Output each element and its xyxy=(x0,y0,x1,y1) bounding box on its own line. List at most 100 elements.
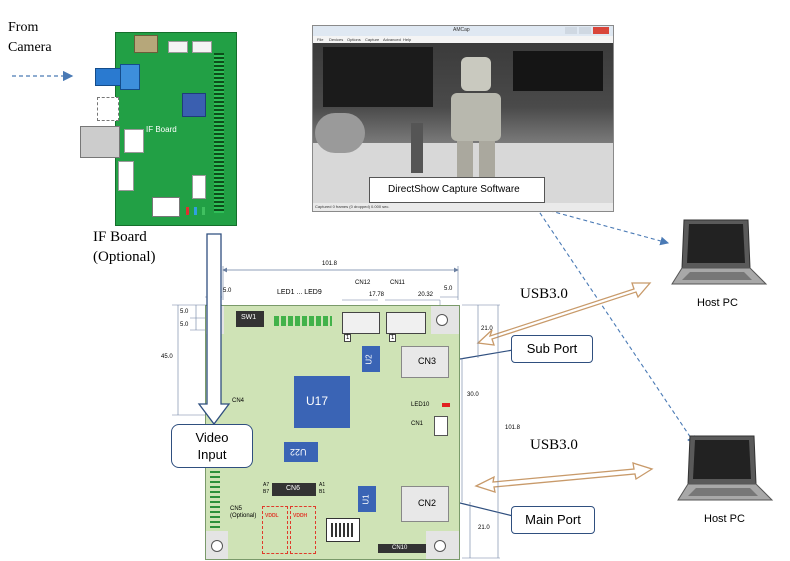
cn12-label: CN12 xyxy=(355,280,371,286)
if-board-caption-line2: (Optional) xyxy=(93,249,156,265)
led10 xyxy=(442,403,450,407)
cn2-label: CN2 xyxy=(418,498,437,508)
if-board-image: IF Board xyxy=(115,32,237,226)
menu-advanced[interactable]: Advanced xyxy=(383,37,401,42)
usb-label-top: USB3.0 xyxy=(520,286,568,302)
video-input-arrow xyxy=(197,233,231,426)
cn11-label: CN11 xyxy=(390,280,405,286)
menu-devices[interactable]: Devices xyxy=(329,37,344,42)
video-input-callout: Video Input xyxy=(171,424,253,468)
capture-caption-box: DirectShow Capture Software xyxy=(369,177,545,203)
left-pin-header xyxy=(210,471,220,529)
main-port-callout: Main Port xyxy=(511,506,595,534)
dim-21-top: 21.0 xyxy=(481,326,493,332)
sub-port-callout: Sub Port xyxy=(511,335,593,363)
if-board-optional-connector xyxy=(97,97,119,121)
vddl-label: VDDL xyxy=(265,513,279,519)
capture-window-titlebar: AMCap xyxy=(313,26,613,36)
window-minimize-icon[interactable] xyxy=(565,27,577,34)
u2-chip: U2 xyxy=(362,346,380,372)
usb-arrow-top xyxy=(476,282,652,346)
if-board-usb-connector xyxy=(80,126,120,158)
dim-width: 101.8 xyxy=(322,261,338,267)
robot-figure xyxy=(461,57,491,91)
led-row xyxy=(274,316,332,326)
u17-chip: U17 xyxy=(294,376,350,428)
dim-height: 101.8 xyxy=(505,425,521,431)
video-input-line1: Video xyxy=(195,430,229,445)
host-pc-top-label: Host PC xyxy=(697,297,738,309)
cn3-label: CN3 xyxy=(418,356,437,366)
menu-help[interactable]: Help xyxy=(403,37,412,42)
window-close-icon[interactable] xyxy=(593,27,609,34)
usb-label-bottom: USB3.0 xyxy=(530,437,578,453)
u17-label: U17 xyxy=(306,394,329,408)
pin1-cn12: 1 xyxy=(344,334,352,342)
cn6-connector: CN6 xyxy=(272,483,316,496)
capture-video-frame xyxy=(313,43,613,203)
dim-5-right: 5.0 xyxy=(444,286,453,292)
cn10-label: CN10 xyxy=(392,545,408,551)
capture-status-text: Captured 0 frames (0 dropped) 0.000 sec. xyxy=(315,204,390,209)
dim-30: 30.0 xyxy=(467,392,479,398)
cn5-optional-label: (Optional) xyxy=(230,513,257,519)
host-pc-bottom-laptop xyxy=(677,435,774,501)
camera-label-line1: From xyxy=(8,20,39,35)
dim-5-a: 5.0 xyxy=(180,309,189,315)
if-board-chip-label: IF Board xyxy=(146,125,177,134)
sw1-label: SW1 xyxy=(241,314,257,321)
u2-label: U2 xyxy=(364,354,374,365)
usb-arrow-bottom xyxy=(474,462,654,493)
host-pc-bottom-label: Host PC xyxy=(704,513,745,525)
host-pc-top-laptop xyxy=(671,219,768,285)
if-board-connector-body xyxy=(120,64,140,90)
capture-status-bar: Captured 0 frames (0 dropped) 0.000 sec. xyxy=(313,203,613,211)
sw1-component: SW1 xyxy=(236,311,264,327)
a7-label: A7 xyxy=(263,482,270,488)
if-board-camera-connector xyxy=(95,68,123,86)
menu-options[interactable]: Options xyxy=(347,37,361,42)
led10-label: LED10 xyxy=(411,402,430,408)
vddl-area: VDDL xyxy=(262,506,288,554)
sub-port-label: Sub Port xyxy=(526,341,578,356)
dashed-to-host-bottom xyxy=(535,206,696,445)
dim-17-78: 17.78 xyxy=(369,292,385,298)
dim-5-b: 5.0 xyxy=(180,322,189,328)
cn2-connector: CN2 xyxy=(401,486,449,522)
capture-window-title: AMCap xyxy=(453,27,470,33)
cn11-connector xyxy=(386,312,426,334)
vddh-area: VDDH xyxy=(290,506,316,554)
a1-label: A1 xyxy=(319,482,326,488)
cn5-label: CN5 xyxy=(230,506,243,512)
dim-45: 45.0 xyxy=(161,354,173,360)
cn6-label: CN6 xyxy=(286,485,301,492)
u22-chip: U22 xyxy=(284,442,318,462)
u1-label: U1 xyxy=(361,494,371,505)
main-port-label: Main Port xyxy=(525,512,581,527)
cn4-label: CN4 xyxy=(232,398,245,404)
small-ic xyxy=(326,518,360,542)
cn10-connector: CN10 xyxy=(378,544,426,553)
vddh-label: VDDH xyxy=(293,513,308,519)
menu-file[interactable]: File xyxy=(317,37,324,42)
u22-label: U22 xyxy=(290,447,307,457)
led-range-label: LED1 ... LED9 xyxy=(277,289,322,296)
video-input-line2: Input xyxy=(197,447,227,462)
capture-caption: DirectShow Capture Software xyxy=(388,184,520,195)
b7-label: B7 xyxy=(263,489,270,495)
u1-chip: U1 xyxy=(358,486,376,512)
capture-window: AMCap File Devices Options Capture Advan… xyxy=(312,25,614,212)
cn1-label: CN1 xyxy=(411,421,424,427)
camera-label-line2: Camera xyxy=(8,40,52,55)
pin1-cn11: 1 xyxy=(389,334,397,342)
capture-menu-bar: File Devices Options Capture Advanced He… xyxy=(313,36,613,43)
b1-label: B1 xyxy=(319,489,326,495)
window-maximize-icon[interactable] xyxy=(579,27,591,34)
dim-21-bottom: 21.0 xyxy=(478,525,490,531)
cn3-connector: CN3 xyxy=(401,346,449,378)
dim-5-left: 5.0 xyxy=(223,288,232,294)
menu-capture[interactable]: Capture xyxy=(365,37,380,42)
dashed-to-host-top xyxy=(535,206,670,246)
cn12-connector xyxy=(342,312,380,334)
